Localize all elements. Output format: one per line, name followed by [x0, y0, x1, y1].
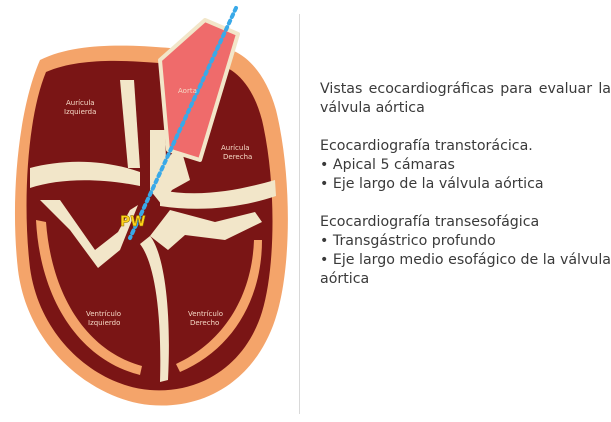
panel-divider	[299, 14, 300, 414]
left-atrium-label: Aurícula Izquierda	[64, 99, 97, 116]
left-ventricle-label-line1: Ventrículo	[86, 310, 121, 318]
intro-text: Vistas ecocardiográficas para evaluar la…	[320, 80, 611, 118]
pw-marker-label: PW	[120, 214, 146, 230]
description-panel: Vistas ecocardiográficas para evaluar la…	[320, 80, 611, 308]
tte-list: • Apical 5 cámaras • Eje largo de la vál…	[320, 156, 611, 194]
right-atrium-label-line1: Aurícula	[221, 144, 250, 152]
heart-illustration: Aurícula Izquierda Aorta Aurícula Derech…	[0, 0, 300, 418]
left-ventricle-label-line2: Izquierdo	[88, 319, 120, 327]
right-ventricle-label-line2: Derecho	[190, 319, 219, 327]
tte-heading: Ecocardiografía transtorácica.	[320, 137, 611, 156]
right-atrium-label-line2: Derecha	[223, 153, 252, 161]
tte-item-long-axis: • Eje largo de la válvula aórtica	[320, 175, 611, 194]
tee-list: • Transgástrico profundo • Eje largo med…	[320, 232, 611, 289]
tee-item-transgastric: • Transgástrico profundo	[320, 232, 611, 251]
tee-item-midesophageal: • Eje largo medio esofágico de la válvul…	[320, 251, 611, 289]
aorta-label: Aorta	[178, 87, 197, 95]
right-ventricle-label-line1: Ventrículo	[188, 310, 223, 318]
tte-item-apical: • Apical 5 cámaras	[320, 156, 611, 175]
left-atrium-label-line1: Aurícula	[66, 99, 95, 107]
right-atrium-label: Aurícula Derecha	[221, 144, 252, 161]
left-ventricle-label: Ventrículo Izquierdo	[86, 310, 123, 327]
heart-diagram: Aurícula Izquierda Aorta Aurícula Derech…	[0, 0, 300, 418]
tee-heading: Ecocardiografía transesofágica	[320, 213, 611, 232]
left-atrium-label-line2: Izquierda	[64, 108, 96, 116]
